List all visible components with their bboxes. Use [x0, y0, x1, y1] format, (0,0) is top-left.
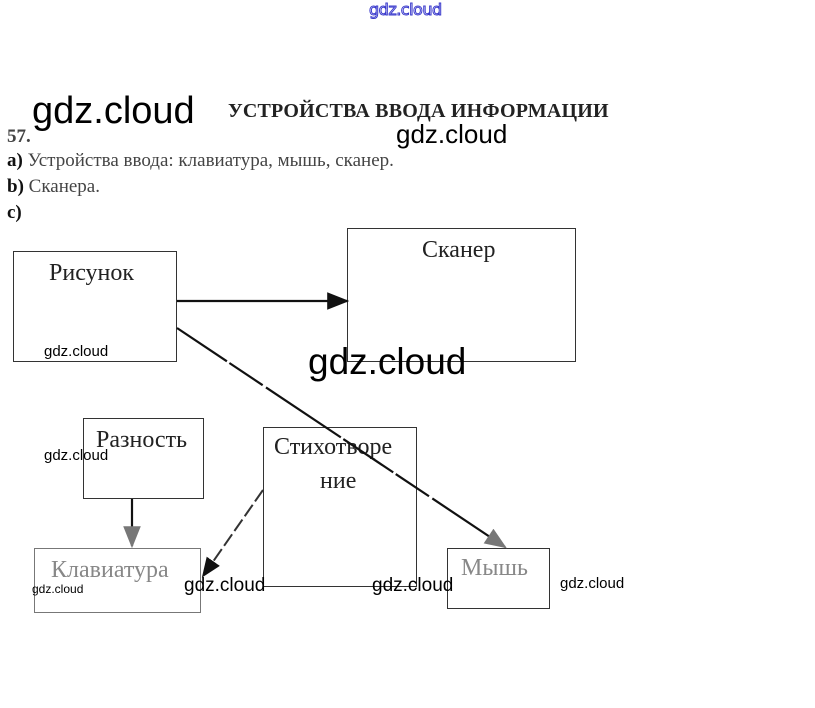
watermark-top: gdz.cloud — [369, 0, 443, 20]
answer-a: a) Устройства ввода: клавиатура, мышь, с… — [7, 150, 394, 172]
answer-a-text: Устройства ввода: клавиатура, мышь, скан… — [22, 150, 394, 171]
watermark-bottom-mid: gdz.cloud — [372, 575, 454, 596]
watermark-bottom-left: gdz.cloud — [184, 575, 266, 596]
watermark-large: gdz.cloud — [32, 90, 195, 132]
watermark-mysh: gdz.cloud — [560, 575, 625, 592]
node-stikhotvorenie: Стихотворе ние — [263, 427, 417, 587]
answer-c-marker: c) — [7, 202, 22, 223]
arrow-stikhotvorenie-to-klaviatura — [201, 489, 264, 578]
watermark-raznost: gdz.cloud — [44, 447, 109, 464]
section-heading: УСТРОЙСТВА ВВОДА ИНФОРМАЦИИ — [228, 100, 609, 122]
exercise-number: 57. — [7, 126, 31, 147]
node-klaviatura-label: Клавиатура — [51, 557, 169, 583]
watermark-center: gdz.cloud — [308, 341, 467, 382]
watermark-risunok: gdz.cloud — [44, 343, 109, 360]
node-raznost-label: Разность — [96, 427, 188, 453]
node-stikhotvorenie-label-1: Стихотворе — [274, 434, 393, 460]
node-mysh-label: Мышь — [461, 555, 528, 581]
answer-a-marker: a) — [7, 150, 23, 171]
arrow-risunok-to-mysh — [176, 327, 507, 549]
node-scanner-label: Сканер — [422, 237, 496, 263]
node-raznost: Разность — [83, 418, 204, 499]
watermark-klaviatura: gdz.cloud — [32, 582, 84, 596]
node-stikhotvorenie-label-2: ние — [320, 468, 357, 494]
answer-c: c) — [7, 202, 22, 224]
answer-b-marker: b) — [7, 176, 24, 197]
node-risunok-label: Рисунок — [49, 260, 135, 286]
answer-b-text: Сканера. — [23, 176, 100, 197]
watermark-header-right: gdz.cloud — [396, 119, 508, 149]
node-mysh: Мышь — [447, 548, 550, 609]
answer-b: b) Сканера. — [7, 176, 100, 198]
node-risunok: Рисунок — [13, 251, 177, 362]
node-klaviatura: Клавиатура — [34, 548, 201, 613]
